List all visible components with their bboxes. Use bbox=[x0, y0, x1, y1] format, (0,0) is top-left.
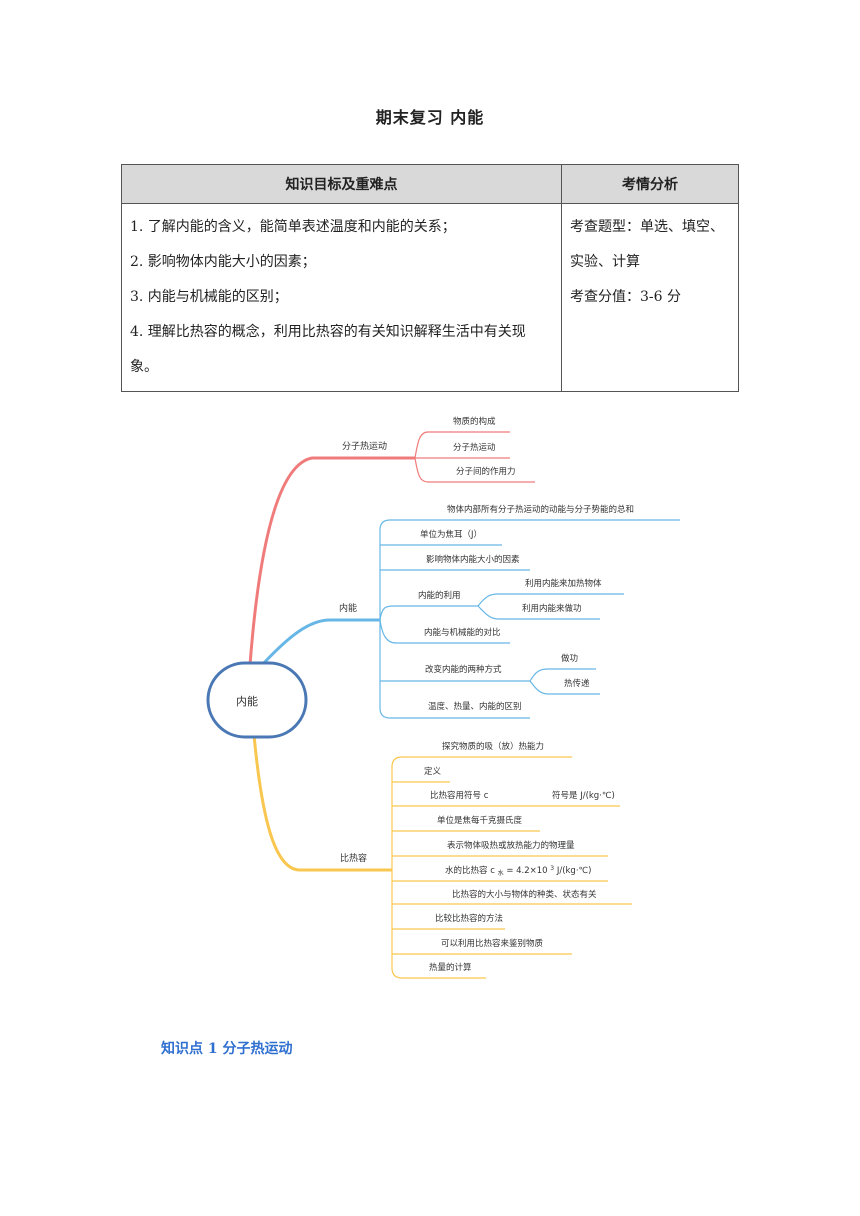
analysis-item: 实验、计算 bbox=[570, 254, 640, 270]
node-label: 符号是 J/(kg·℃) bbox=[552, 790, 615, 801]
node-label: 表示物体吸热或放热能力的物理量 bbox=[447, 840, 575, 851]
root-label: 内能 bbox=[236, 694, 258, 708]
water-subscript: 水 bbox=[498, 869, 504, 877]
analysis-item: 考查分值：3-6 分 bbox=[570, 289, 681, 305]
water-label: 水的比热容 c bbox=[445, 865, 495, 876]
node-label: 单位是焦每千克摄氏度 bbox=[437, 815, 523, 826]
node-label: 温度、热量、内能的区别 bbox=[428, 701, 522, 712]
node-label: 可以利用比热容来鉴别物质 bbox=[441, 938, 544, 949]
node-label: 热传递 bbox=[564, 678, 590, 689]
branch3-label: 比热容 bbox=[340, 852, 367, 864]
analysis-item: 考查题型：单选、填空、 bbox=[570, 219, 724, 235]
red-subbranches bbox=[414, 431, 535, 483]
node-label: 比热容用符号 c bbox=[430, 790, 489, 801]
blue-subbranches bbox=[379, 519, 680, 719]
node-label: 比较比热容的方法 bbox=[435, 913, 503, 924]
branch-blue-connector bbox=[260, 618, 380, 667]
node-label: 物质的构成 bbox=[453, 416, 496, 427]
branch1-label: 分子热运动 bbox=[342, 440, 387, 452]
goal-item: 2. 影响物体内能大小的因素； bbox=[130, 254, 316, 270]
node-label: 物体内部所有分子热运动的动能与分子势能的总和 bbox=[447, 504, 634, 515]
goals-cell: 1. 了解内能的含义，能简单表述温度和内能的关系； 2. 影响物体内能大小的因素… bbox=[121, 203, 562, 392]
node-label: 做功 bbox=[561, 653, 578, 664]
node-label: 定义 bbox=[424, 766, 442, 777]
branch2-label: 内能 bbox=[339, 602, 357, 614]
goals-table: 知识目标及重难点 考情分析 1. 了解内能的含义，能简单表述温度和内能的关系； … bbox=[121, 164, 739, 392]
node-label: 利用内能来做功 bbox=[522, 603, 582, 614]
node-label: 分子热运动 bbox=[453, 442, 496, 453]
table-row: 1. 了解内能的含义，能简单表述温度和内能的关系； 2. 影响物体内能大小的因素… bbox=[121, 203, 739, 392]
section-heading: 知识点 1 分子热运动 bbox=[161, 1041, 293, 1057]
node-label: 水的比热容 c 水 = 4.2×10 3 J/(kg·℃) bbox=[445, 863, 591, 878]
node-label: 分子间的作用力 bbox=[456, 466, 516, 477]
node-label: 内能的利用 bbox=[418, 590, 461, 601]
branch-yellow-connector bbox=[252, 734, 392, 872]
node-label: 利用内能来加热物体 bbox=[525, 578, 602, 589]
branch-red-connector bbox=[248, 456, 415, 666]
water-exponent: 3 bbox=[550, 865, 554, 872]
root-node[interactable] bbox=[206, 661, 308, 739]
yellow-subbranches bbox=[391, 756, 632, 979]
table-header-row: 知识目标及重难点 考情分析 bbox=[121, 164, 739, 204]
header-analysis: 考情分析 bbox=[561, 164, 739, 204]
header-goals: 知识目标及重难点 bbox=[121, 164, 562, 204]
node-label: 影响物体内能大小的因素 bbox=[426, 554, 520, 565]
goal-item: 3. 内能与机械能的区别； bbox=[130, 289, 288, 305]
node-label: 内能与机械能的对比 bbox=[424, 627, 501, 638]
mind-map: 内能 分子热运动 内能 比热容 物质的构成 分子热运动 分子间的作用力 物体内部… bbox=[206, 416, 680, 979]
analysis-cell: 考查题型：单选、填空、 实验、计算 考查分值：3-6 分 bbox=[561, 203, 739, 392]
node-label: 探究物质的吸（放）热能力 bbox=[442, 741, 544, 752]
water-unit: J/(kg·℃) bbox=[556, 866, 592, 876]
node-label: 改变内能的两种方式 bbox=[425, 664, 502, 675]
node-label: 单位为焦耳（J） bbox=[420, 529, 482, 540]
node-label: 比热容的大小与物体的种类、状态有关 bbox=[452, 889, 597, 900]
goal-item: 1. 了解内能的含义，能简单表述温度和内能的关系； bbox=[130, 219, 456, 235]
water-value: = 4.2×10 bbox=[506, 866, 547, 876]
goal-item: 4. 理解比热容的概念，利用比热容的有关知识解释生活中有关现象。 bbox=[130, 324, 526, 375]
node-label: 热量的计算 bbox=[429, 962, 472, 973]
doc-title: 期末复习 内能 bbox=[375, 108, 485, 127]
